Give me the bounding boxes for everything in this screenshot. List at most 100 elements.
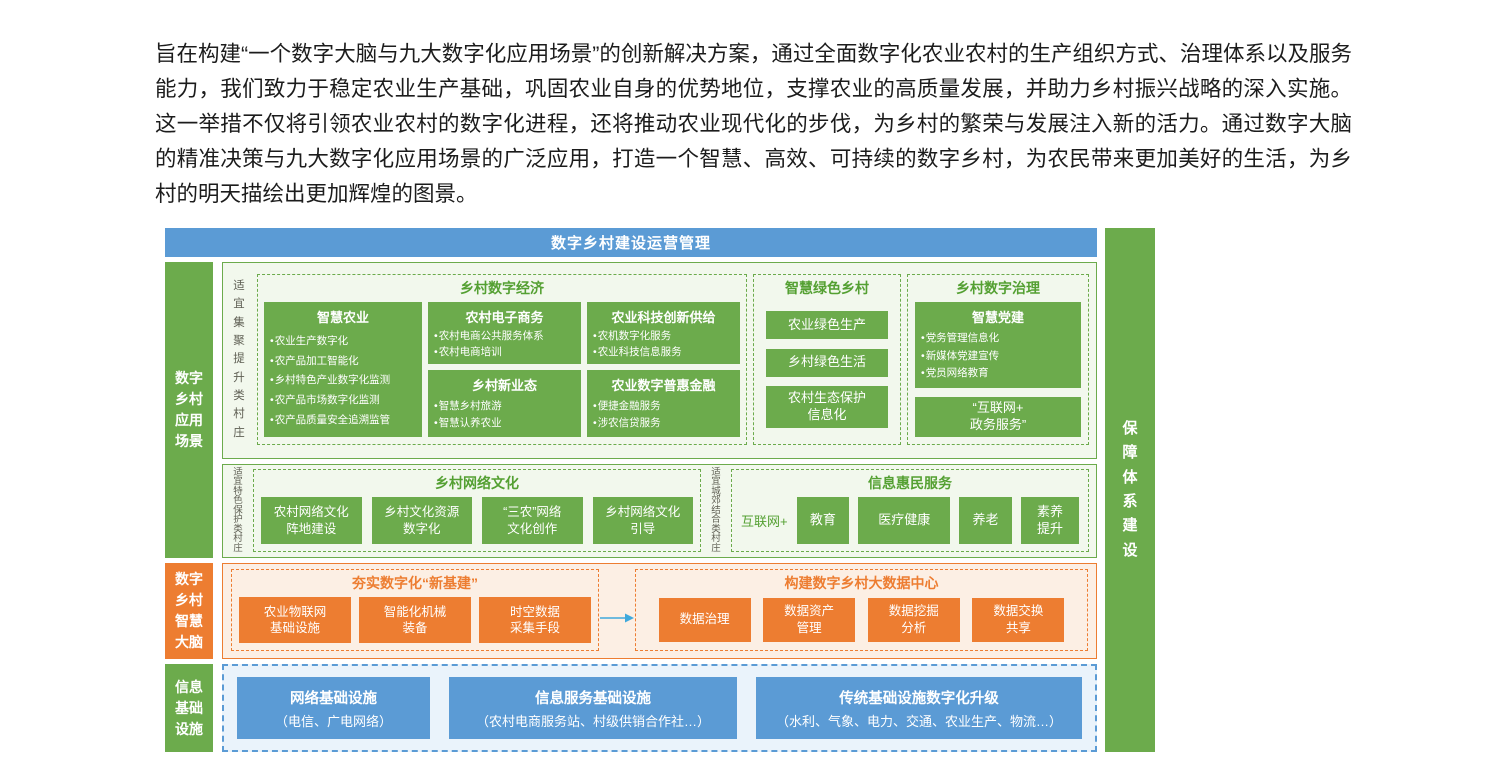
side-label-text: 数字乡村应用场景 (175, 370, 203, 449)
box-title: 信息服务基础设施 (535, 690, 651, 707)
box-label-line: 引导 (630, 521, 656, 536)
box-medical-health: 医疗健康 (858, 497, 951, 544)
box-rural-new-business: 乡村新业态 智慧乡村旅游 智慧认养农业 (428, 370, 581, 437)
bullet-item: 农村电商公共服务体系 (434, 329, 575, 343)
box-label-line: 素养 (1036, 503, 1063, 519)
bullet-item: 乡村特色产业数字化监测 (270, 373, 416, 387)
bullet-item: 农产品质量安全追溯监管 (270, 413, 416, 427)
datacenter-row: 数据治理 数据资产 管理 数据挖掘 分析 数据交换 共享 (646, 597, 1077, 642)
box-title: 智慧农业 (316, 310, 369, 325)
box-culture-guidance: 乡村网络文化 引导 (592, 497, 693, 544)
box-green-life: 乡村绿色生活 (766, 348, 888, 377)
digital-economy-grid: 智慧农业 农业生产数字化 农产品加工智能化 乡村特色产业数字化监测 农产品市场数… (264, 302, 740, 437)
bullet-item: 新媒体党建宣传 (921, 349, 1075, 363)
header-bar: 数字乡村建设运营管理 (165, 228, 1097, 257)
box-culture-digitization: 乡村文化资源 数字化 (371, 497, 472, 544)
side-label-info-infrastructure: 信息基础设施 (165, 664, 213, 752)
group-title: 乡村网络文化 (435, 475, 519, 491)
box-title: 传统基础设施数字化升级 (839, 690, 999, 707)
box-title: 智慧党建 (971, 310, 1024, 325)
new-infra-row: 农业物联网 基础设施 智能化机械 装备 时空数据 采集手段 (239, 597, 591, 643)
bullet-list: 党务管理信息化 新媒体党建宣传 党员网络教育 (921, 328, 1075, 384)
bullet-item: 智慧乡村旅游 (434, 399, 575, 413)
box-label-line: 共享 (1005, 620, 1031, 635)
box-label-line: 教育 (809, 512, 836, 528)
box-label-line: 文化创作 (507, 521, 558, 536)
box-agri-scitech-supply: 农业科技创新供给 农机数字化服务 农业科技信息服务 (587, 302, 740, 364)
group-smart-green-village: 智慧绿色乡村 农业绿色生产 乡村绿色生活 农村生态保护 信息化 (753, 274, 901, 445)
internet-plus-label: 互联网+ (741, 514, 788, 529)
box-label-line: 数据交换 (993, 604, 1044, 619)
section-culture-and-services: 适宜特色保护类村庄 乡村网络文化 农村网络文化 阵地建设 乡村文化资源 数字化 (222, 464, 1097, 558)
box-label-line: 提升 (1036, 520, 1063, 536)
box-label-line: 采集手段 (509, 621, 560, 635)
box-title: 农村电子商务 (465, 310, 544, 325)
group-information-huimin-services: 信息惠民服务 互联网+ 教育 医疗健康 养老 素养 (731, 469, 1089, 552)
box-info-service-infrastructure: 信息服务基础设施 （农村电商服务站、村级供销合作社…） (449, 677, 737, 739)
culture-items-row: 农村网络文化 阵地建设 乡村文化资源 数字化 “三农”网络 文化创作 乡村网 (261, 497, 693, 544)
box-education: 教育 (796, 497, 850, 544)
box-label-line: 乡村文化资源 (384, 505, 460, 520)
box-label-line: 装备 (402, 621, 428, 635)
bullet-item: 农村电商培训 (434, 345, 575, 359)
box-label-line: 数据资产 (784, 604, 835, 619)
box-title: 网络基础设施 (290, 690, 377, 707)
box-culture-front: 农村网络文化 阵地建设 (261, 497, 362, 544)
village-type-text: 适宜集聚提升类村庄 (233, 279, 245, 439)
bullet-item: 党务管理信息化 (921, 331, 1075, 345)
box-traditional-infra-upgrade: 传统基础设施数字化升级 （水利、气象、电力、交通、农业生产、物流…） (756, 677, 1082, 739)
bullet-list: 智慧乡村旅游 智慧认养农业 (434, 396, 575, 433)
box-eco-protection: 农村生态保护 信息化 (766, 385, 888, 428)
box-data-exchange-sharing: 数据交换 共享 (972, 597, 1065, 642)
side-label-text: 保障体系建设 (1122, 420, 1138, 559)
green-village-list: 农业绿色生产 乡村绿色生活 农村生态保护 信息化 (760, 302, 894, 437)
box-label-line: 乡村网络文化 (605, 505, 681, 520)
bullet-item: 党员网络教育 (921, 366, 1075, 380)
box-data-governance: 数据治理 (658, 597, 751, 642)
box-rural-ecommerce: 农村电子商务 农村电商公共服务体系 农村电商培训 (428, 302, 581, 364)
bullet-item: 农机数字化服务 (593, 329, 734, 343)
intro-paragraph: 旨在构建“一个数字大脑与九大数字化应用场景”的创新解决方案，通过全面数字化农业农… (155, 42, 1352, 206)
village-type-text: 适宜特色保护类村庄 (233, 466, 243, 554)
box-data-asset-management: 数据资产 管理 (763, 597, 856, 642)
group-digital-economy: 乡村数字经济 智慧农业 农业生产数字化 农产品加工智能化 乡村特色产业数字化监测… (257, 274, 747, 445)
box-label-line: “三农”网络 (503, 505, 562, 520)
box-label-line: 数据治理 (679, 612, 730, 627)
flow-arrow-icon (599, 612, 635, 624)
bullet-item: 农产品市场数字化监测 (270, 393, 416, 407)
box-label-line: 分析 (901, 620, 927, 635)
box-label-line: 农业绿色生产 (787, 316, 866, 332)
box-label-line: 乡村绿色生活 (787, 354, 866, 370)
box-subtitle: （电信、广电网络） (274, 713, 392, 729)
box-label-line: 时空数据 (509, 604, 560, 619)
bullet-item: 农业生产数字化 (270, 334, 416, 348)
side-label-text: 信息基础设施 (175, 678, 203, 737)
box-internet-gov-service: “互联网+ 政务服务” (915, 397, 1081, 437)
box-intelligent-machinery: 智能化机械 装备 (359, 597, 471, 643)
bullet-list: 农机数字化服务 农业科技信息服务 (593, 328, 734, 360)
box-network-infrastructure: 网络基础设施 （电信、广电网络） (237, 677, 430, 739)
box-label-line: 管理 (796, 620, 822, 635)
box-label-line: 数字化 (402, 521, 441, 536)
box-label-line: 医疗健康 (878, 512, 931, 528)
box-title: 农业科技创新供给 (611, 310, 716, 325)
village-type-label-cluster: 适宜集聚提升类村庄 (227, 274, 251, 445)
group-digital-governance: 乡村数字治理 智慧党建 党务管理信息化 新媒体党建宣传 党员网络教育 “互联网+ (907, 274, 1089, 445)
bullet-list: 便捷金融服务 涉农信贷服务 (593, 396, 734, 433)
group-title: 智慧绿色乡村 (785, 280, 869, 296)
box-data-mining-analysis: 数据挖掘 分析 (867, 597, 960, 642)
village-type-label-suburban: 适宜城郊结合类村庄 (705, 468, 727, 553)
group-new-infrastructure: 夯实数字化“新基建” 农业物联网 基础设施 智能化机械 装备 时空数据 采集手段 (231, 569, 599, 651)
box-title: 乡村新业态 (471, 378, 537, 393)
box-label-line: 阵地建设 (286, 521, 337, 536)
side-label-application-scenes: 数字乡村应用场景 (165, 262, 213, 558)
guarantee-system-bar: 保障体系建设 (1105, 228, 1155, 752)
box-label-line: 数据挖掘 (888, 604, 939, 619)
box-smart-agriculture: 智慧农业 农业生产数字化 农产品加工智能化 乡村特色产业数字化监测 农产品市场数… (264, 302, 422, 437)
box-label-line: 农业物联网 (263, 604, 327, 619)
section-smart-brain: 夯实数字化“新基建” 农业物联网 基础设施 智能化机械 装备 时空数据 采集手段 (222, 563, 1097, 659)
digital-village-architecture-diagram: 数字乡村建设运营管理 数字乡村应用场景 数字乡村智慧大脑 信息基础设施 适宜集聚… (165, 228, 1155, 752)
bullet-item: 涉农信贷服务 (593, 416, 734, 430)
